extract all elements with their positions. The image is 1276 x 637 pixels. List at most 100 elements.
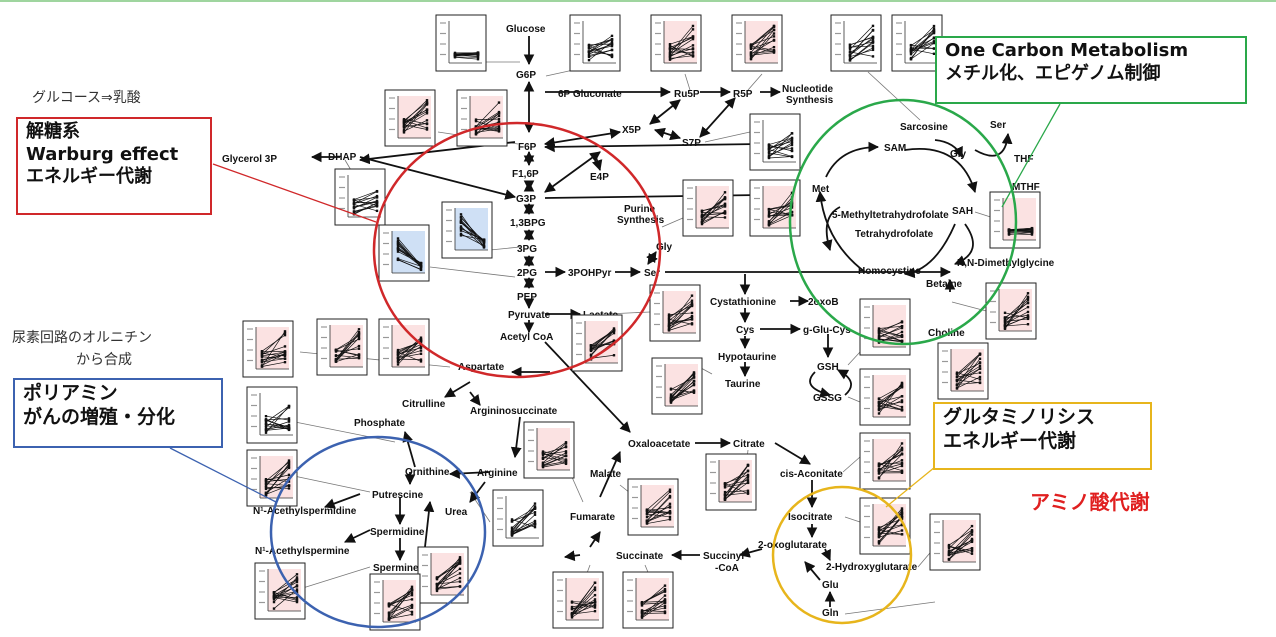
label-2pg: 2PG	[517, 268, 537, 279]
label-6p-gluconate: 6P Gluconate	[558, 89, 622, 100]
label-s7p: S7P	[682, 138, 701, 149]
label-acetyl-coa: Acetyl CoA	[500, 332, 553, 343]
mini-plot	[682, 179, 734, 237]
label-mthf: MTHF	[1012, 182, 1040, 193]
label-cystathionine: Cystathionine	[710, 297, 777, 308]
mini-plot	[384, 89, 436, 147]
region-circles	[269, 98, 1018, 629]
label-n1-acethylspermine: N¹-Acethylspermine	[255, 546, 350, 557]
mini-plot	[937, 342, 989, 400]
mini-plot	[651, 357, 703, 415]
glutaminolysis-subtitle: エネルギー代謝	[943, 429, 1077, 452]
label-thf: THF	[1014, 154, 1033, 165]
one-carbon-circle	[788, 98, 1018, 346]
mini-plot	[569, 14, 621, 72]
label-purine: Purine	[624, 204, 656, 215]
label-3pg: 3PG	[517, 244, 537, 255]
label-2oxob: 2oxoB	[808, 297, 839, 308]
mini-plot	[749, 179, 801, 237]
mini-plot	[749, 113, 801, 171]
label-g-glu-cys: g-Glu-Cys	[803, 325, 851, 336]
glycolysis-warburg: Warburg effect	[26, 143, 179, 165]
label-arginine: Arginine	[477, 468, 518, 479]
polyamine-circle	[269, 435, 487, 629]
label-phosphate: Phosphate	[354, 418, 406, 429]
label-urea: Urea	[445, 507, 468, 518]
pathway-arrows	[310, 36, 956, 607]
mini-plot	[622, 571, 674, 629]
label-fumarate: Fumarate	[570, 512, 615, 523]
label-ru5p: Ru5P	[674, 89, 700, 100]
label-gln: Gln	[822, 608, 839, 619]
label-nucleotide: Nucleotide	[782, 84, 834, 95]
mini-plot	[891, 14, 943, 72]
label-pyruvate: Pyruvate	[508, 310, 551, 321]
label-ser-top: Ser	[990, 120, 1006, 131]
mini-plot	[859, 298, 911, 356]
label-r5p: R5P	[733, 89, 753, 100]
label-cys: Cys	[736, 325, 755, 336]
label-2-hydroxyglutarate: 2-Hydroxyglutarate	[826, 562, 918, 573]
label-aspartate: Aspartate	[458, 362, 505, 373]
label-f6p: F6P	[518, 142, 537, 153]
mini-plot	[435, 14, 487, 72]
label-f16p: F1,6P	[512, 169, 539, 180]
label-spermidine: Spermidine	[370, 527, 425, 538]
glycolysis-circle	[372, 121, 662, 379]
label-2-oxoglutarate: 2-oxoglutarate	[758, 540, 827, 551]
mini-plot	[830, 14, 882, 72]
mini-plots	[242, 14, 1041, 631]
label-glycerol-3p: Glycerol 3P	[222, 154, 277, 165]
mini-plot	[378, 224, 430, 282]
mini-plot	[650, 14, 702, 72]
label-citrulline: Citrulline	[402, 399, 446, 410]
mini-plot	[441, 201, 493, 259]
label-spermine: Spermine	[373, 563, 419, 574]
caption-glucose-lactate: グルコース⇒乳酸	[32, 90, 141, 106]
glycolysis-energy: エネルギー代謝	[26, 166, 152, 187]
mini-plot	[731, 14, 783, 72]
mini-plot	[627, 478, 679, 536]
label-taurine: Taurine	[725, 379, 761, 390]
mini-plot	[859, 368, 911, 426]
label-oxaloacetate: Oxaloacetate	[628, 439, 691, 450]
mini-plot	[316, 318, 368, 376]
label-gly-left: Gly	[656, 242, 673, 253]
label-e4p: E4P	[590, 172, 609, 183]
mini-plot	[254, 562, 306, 620]
label-glucose: Glucose	[506, 24, 546, 35]
label-malate: Malate	[590, 469, 622, 480]
label-succinyl-coa: -CoA	[715, 563, 739, 574]
label-purine-synthesis: Synthesis	[617, 215, 665, 226]
amino-acid-metabolism-label: アミノ酸代謝	[1030, 490, 1150, 514]
mini-plot	[369, 573, 421, 631]
label-glu: Glu	[822, 580, 839, 591]
label-nucleotide-synthesis: Synthesis	[786, 95, 834, 106]
label-betaine: Betaine	[926, 279, 963, 290]
label-citrate: Citrate	[733, 439, 765, 450]
label-homocystine: Homocystine	[858, 266, 921, 277]
label-pep: PEP	[517, 292, 537, 303]
label-sah: SAH	[952, 206, 973, 217]
label-13bpg: 1,3BPG	[510, 218, 546, 229]
one-carbon-title: One Carbon Metabolism	[945, 40, 1189, 61]
label-dhap: DHAP	[328, 152, 357, 163]
caption-urea-ornithine: 尿素回路のオルニチン	[12, 330, 152, 346]
one-carbon-box: One Carbon Metabolism メチル化、エピゲノム制御	[935, 36, 1247, 104]
label-succinyl: Succinyl	[703, 551, 744, 562]
callout-lines	[169, 103, 1061, 508]
mini-plot	[929, 513, 981, 571]
label-isocitrate: Isocitrate	[788, 512, 833, 523]
glutaminolysis-box: グルタミノリシス エネルギー代謝	[933, 402, 1152, 470]
label-sam: SAM	[884, 143, 906, 154]
label-3pohpyr: 3POHPyr	[568, 268, 611, 279]
label-x5p: X5P	[622, 125, 641, 136]
label-n1-acethylspermidine: N¹-Acethylspermidine	[253, 506, 357, 517]
mini-plot	[246, 449, 298, 507]
label-argininosuccinate: Argininosuccinate	[470, 406, 558, 417]
label-gsh: GSH	[817, 362, 839, 373]
label-tetrahydrofolate: Tetrahydrofolate	[855, 229, 934, 240]
polyamine-subtitle: がんの増殖・分化	[23, 405, 176, 428]
